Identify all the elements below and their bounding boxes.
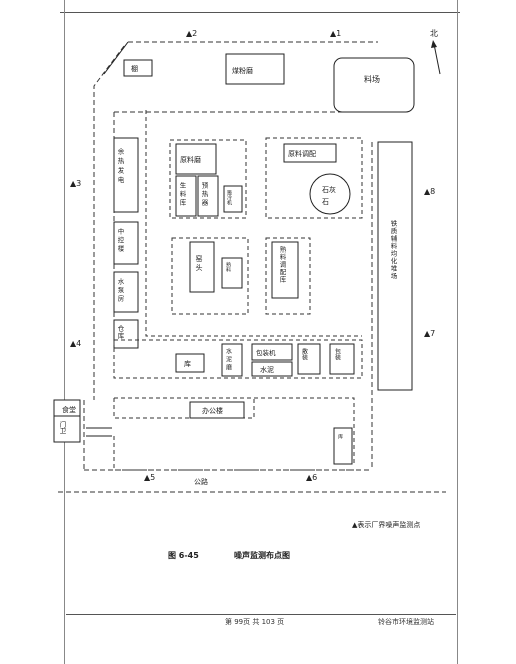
kiln-head-building [189, 241, 215, 293]
coal-mill-label: 煤粉磨 [232, 66, 253, 75]
figure-number: 图 6-45 [168, 551, 199, 560]
small-south-label: 库 [337, 433, 343, 440]
cooler-label: 篦冷机 [226, 189, 232, 206]
monitor-point-6: ▲6 [306, 473, 317, 482]
guard-room-building [53, 415, 81, 443]
monitor-point-3: ▲3 [70, 179, 81, 188]
kiln-head-label: 窑头 [195, 254, 203, 273]
gate-lines [86, 427, 112, 437]
road-label: 公路 [194, 477, 208, 486]
office-building [189, 401, 245, 419]
raw-material-mill-building [175, 143, 217, 175]
waste-heat-building [113, 137, 139, 213]
monitor-point-7: ▲7 [424, 329, 435, 338]
cement-silo-building [251, 361, 293, 377]
bulk-building [297, 343, 321, 375]
footer-rule [66, 614, 456, 615]
kiln-head-zone [171, 237, 249, 315]
coal-mill-building [225, 53, 285, 85]
legend-note: ▲表示厂界噪声监测点 [352, 521, 421, 529]
limestone-label-a: 石灰 [322, 185, 336, 194]
office-label: 办公楼 [202, 406, 223, 415]
clinker-silo-building [221, 257, 243, 289]
bulk-label: 散装 [301, 347, 308, 361]
raw-blend-label: 原料调配 [288, 149, 316, 158]
small-south-building [333, 427, 353, 465]
waste-heat-label: 余热发电 [116, 147, 124, 186]
raw-storage-label: 生料库 [178, 181, 186, 208]
raw-blend-zone [265, 137, 363, 219]
preheater-label: 预热器 [200, 181, 208, 208]
cooler-building [223, 185, 243, 213]
page-header [60, 0, 460, 13]
storehouse-label: 仓库 [116, 324, 124, 341]
storehouse-building [113, 319, 139, 349]
cement-mill-label: 水泥磨 [225, 347, 232, 372]
ku-label: 库 [184, 359, 191, 368]
cement-zone [113, 339, 363, 379]
raw-mill-zone [169, 139, 247, 219]
packing-label: 包装机 [256, 348, 276, 357]
north-label: 北 [430, 29, 438, 38]
clinker-blend-label: 熟料调配库 [278, 245, 286, 284]
ore-yard-building [377, 141, 413, 391]
raw-storage-building [175, 175, 197, 217]
guard-room-label: 门卫 [58, 420, 66, 435]
limestone-label-b: 石 [322, 198, 329, 206]
north-arrow-head [431, 40, 437, 48]
monitor-point-5: ▲5 [144, 473, 155, 482]
shed-building [123, 59, 153, 77]
ore-yard-label: 铁质辅料均化堆场 [389, 219, 397, 280]
loading-label: 包装 [334, 347, 341, 361]
office-zone [113, 397, 355, 471]
west-wall-upper [103, 41, 129, 75]
packing-building [251, 343, 293, 361]
limestone-silo [309, 173, 351, 215]
monitor-point-8: ▲8 [424, 187, 435, 196]
cement-mill-building [221, 343, 243, 377]
footer-page-number: 第 99页 共 103 页 [225, 618, 285, 626]
footer-agency: 铃谷市环境监测站 [378, 618, 434, 626]
raw-blend-building [283, 143, 337, 163]
monitor-point-1: ▲1 [330, 29, 341, 38]
canteen-label: 食堂 [62, 405, 76, 414]
raw-material-mill-label: 原料磨 [180, 155, 201, 164]
monitor-point-2: ▲2 [186, 29, 197, 38]
cement-zone-inner [145, 110, 362, 337]
page-margin-left [64, 0, 65, 664]
yard-building [333, 57, 415, 113]
water-pump-label: 水泵房 [116, 277, 124, 304]
central-control-label: 中控楼 [116, 227, 124, 254]
north-arrow [433, 43, 441, 75]
clinker-blend-zone [265, 237, 311, 315]
clinker-silo-label: 熟料 [225, 261, 231, 273]
loading-building [329, 343, 355, 375]
yard-label: 料场 [364, 74, 380, 84]
clinker-blend-building [271, 241, 299, 299]
water-pump-building [113, 271, 139, 313]
central-control-building [113, 221, 139, 265]
northwest-road [93, 45, 125, 400]
cement-silo-label: 水泥 [260, 365, 274, 374]
preheater-building [197, 175, 219, 217]
ku-building [175, 353, 205, 373]
figure-title: 噪声监测布点图 [234, 551, 290, 560]
shed-label: 棚 [131, 64, 138, 73]
page-margin-right [457, 0, 458, 664]
monitor-point-4: ▲4 [70, 339, 81, 348]
